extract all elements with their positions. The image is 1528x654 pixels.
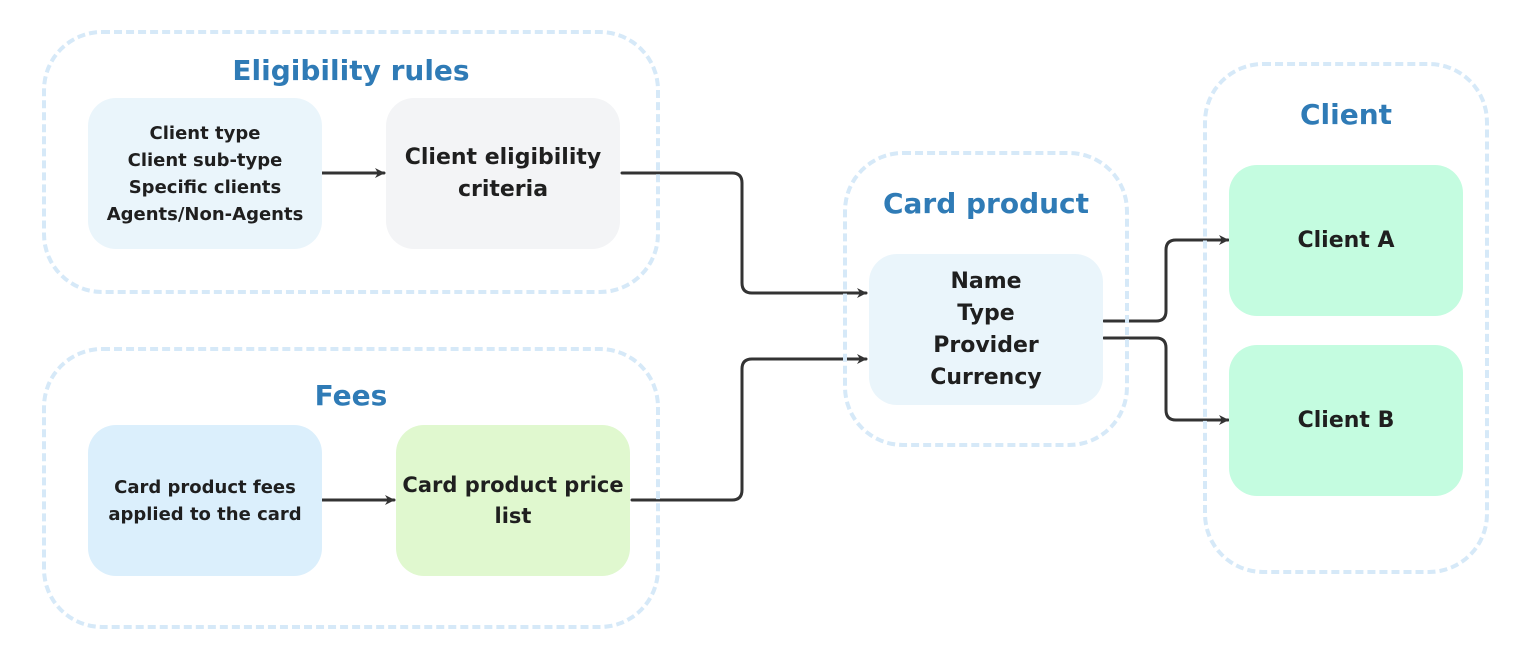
arrow-card-product-to-client-b (1102, 336, 1230, 425)
card-product-attributes-node: Name Type Provider Currency (869, 254, 1103, 405)
client-group: Client (1203, 62, 1489, 574)
eligibility-rules-title: Eligibility rules (232, 54, 470, 87)
arrow-card-product-to-client-a (1102, 235, 1230, 323)
fees-group: Fees (42, 347, 660, 629)
client-type-label: Client type (149, 122, 261, 144)
client-types-node: Client type Client sub-type Specific cli… (88, 98, 322, 249)
client-eligibility-criteria-node: Client eligibility criteria (386, 98, 620, 249)
client-sub-type-label: Client sub-type (127, 149, 283, 171)
card-product-fees-node: Card product fees applied to the card (88, 425, 322, 576)
client-a-label: Client A (1297, 227, 1395, 253)
attribute-currency: Currency (930, 364, 1042, 390)
attribute-name: Name (950, 268, 1022, 294)
attribute-provider: Provider (933, 332, 1039, 358)
price-list-line-1: Card product price (402, 472, 624, 497)
criteria-line-1: Client eligibility (404, 144, 602, 170)
specific-clients-label: Specific clients (128, 176, 282, 198)
client-title: Client (1299, 98, 1393, 131)
fees-title: Fees (314, 379, 388, 412)
price-list-line-2: list (494, 503, 532, 528)
card-product-group: Card product (843, 151, 1129, 447)
client-b-label: Client B (1297, 407, 1395, 433)
eligibility-rules-group: Eligibility rules (42, 30, 660, 294)
arrow-criteria-to-card-product (620, 171, 868, 298)
arrow-price-list-to-card-product (630, 354, 868, 502)
client-b-node: Client B (1229, 345, 1463, 496)
fees-line-2: applied to the card (108, 503, 302, 525)
criteria-line-2: criteria (457, 176, 549, 202)
fees-line-1: Card product fees (114, 476, 296, 498)
client-a-node: Client A (1229, 165, 1463, 316)
card-product-title: Card product (882, 187, 1090, 220)
attribute-type: Type (957, 300, 1015, 326)
card-product-price-list-node: Card product price list (396, 425, 630, 576)
agents-label: Agents/Non-Agents (106, 203, 304, 225)
